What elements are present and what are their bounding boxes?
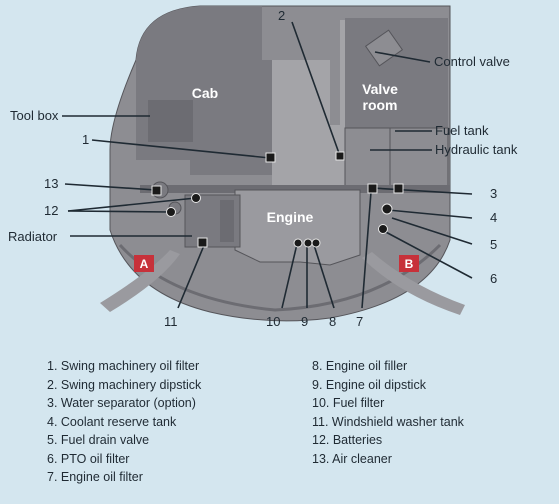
valve-room [345, 18, 448, 128]
legend-item: 3. Water separator (option) [47, 396, 196, 410]
number-12: 12 [44, 203, 58, 218]
marker-b [399, 255, 419, 272]
number-7: 7 [356, 314, 363, 329]
radiator-callout: Radiator [8, 229, 58, 244]
number-8: 8 [329, 314, 336, 329]
legend-item: 13. Air cleaner [312, 451, 392, 466]
legend-right: 8. Engine oil filler 9. Engine oil dipst… [312, 357, 464, 468]
hydraulic-tank-callout: Hydraulic tank [435, 142, 518, 157]
valve-room-label-1: Valve [362, 81, 398, 97]
number-3: 3 [490, 186, 497, 201]
legend-item: 4. Coolant reserve tank [47, 414, 177, 429]
control-valve-block [364, 29, 404, 67]
legend-item: 2. Swing machinery dipstick [47, 377, 202, 392]
boom-slot [272, 20, 345, 185]
engine-block [234, 189, 361, 266]
number-9: 9 [301, 314, 308, 329]
number-2: 2 [278, 8, 285, 23]
legend-item: 6. PTO oil filter [47, 451, 130, 466]
tank-compartment [344, 127, 449, 187]
number-13: 13 [44, 176, 58, 191]
number-6: 6 [490, 271, 497, 286]
fuel-tank-callout: Fuel tank [435, 123, 489, 138]
legend-item: 10. Fuel filter [312, 396, 385, 410]
number-1: 1 [82, 132, 89, 147]
marker-a [134, 255, 154, 272]
number-5: 5 [490, 237, 497, 252]
legend-item: 9. Engine oil dipstick [312, 377, 426, 392]
number-11: 11 [164, 314, 178, 329]
left-track [100, 250, 180, 312]
legend-item: 7. Engine oil filter [47, 470, 143, 484]
engine-label: Engine [267, 209, 314, 225]
tool-box [148, 100, 193, 142]
right-track [362, 252, 465, 315]
number-10: 10 [266, 314, 280, 329]
marker-a-label: A [140, 257, 149, 271]
cab-label: Cab [192, 85, 218, 101]
legend-left: 1. Swing machinery oil filter 2. Swing m… [47, 357, 201, 487]
legend-item: 11. Windshield washer tank [312, 414, 464, 429]
control-valve-callout: Control valve [434, 54, 510, 69]
legend-item: 5. Fuel drain valve [47, 433, 150, 447]
marker-b-label: B [405, 257, 414, 271]
legend-item: 12. Batteries [312, 433, 383, 447]
number-4: 4 [490, 210, 497, 225]
engine-compartment [140, 185, 450, 193]
legend-item: 8. Engine oil filler [312, 359, 408, 373]
legend-item: 1. Swing machinery oil filter [47, 359, 200, 373]
valve-room-label-2: room [363, 97, 398, 113]
tool-box-callout: Tool box [10, 108, 59, 123]
